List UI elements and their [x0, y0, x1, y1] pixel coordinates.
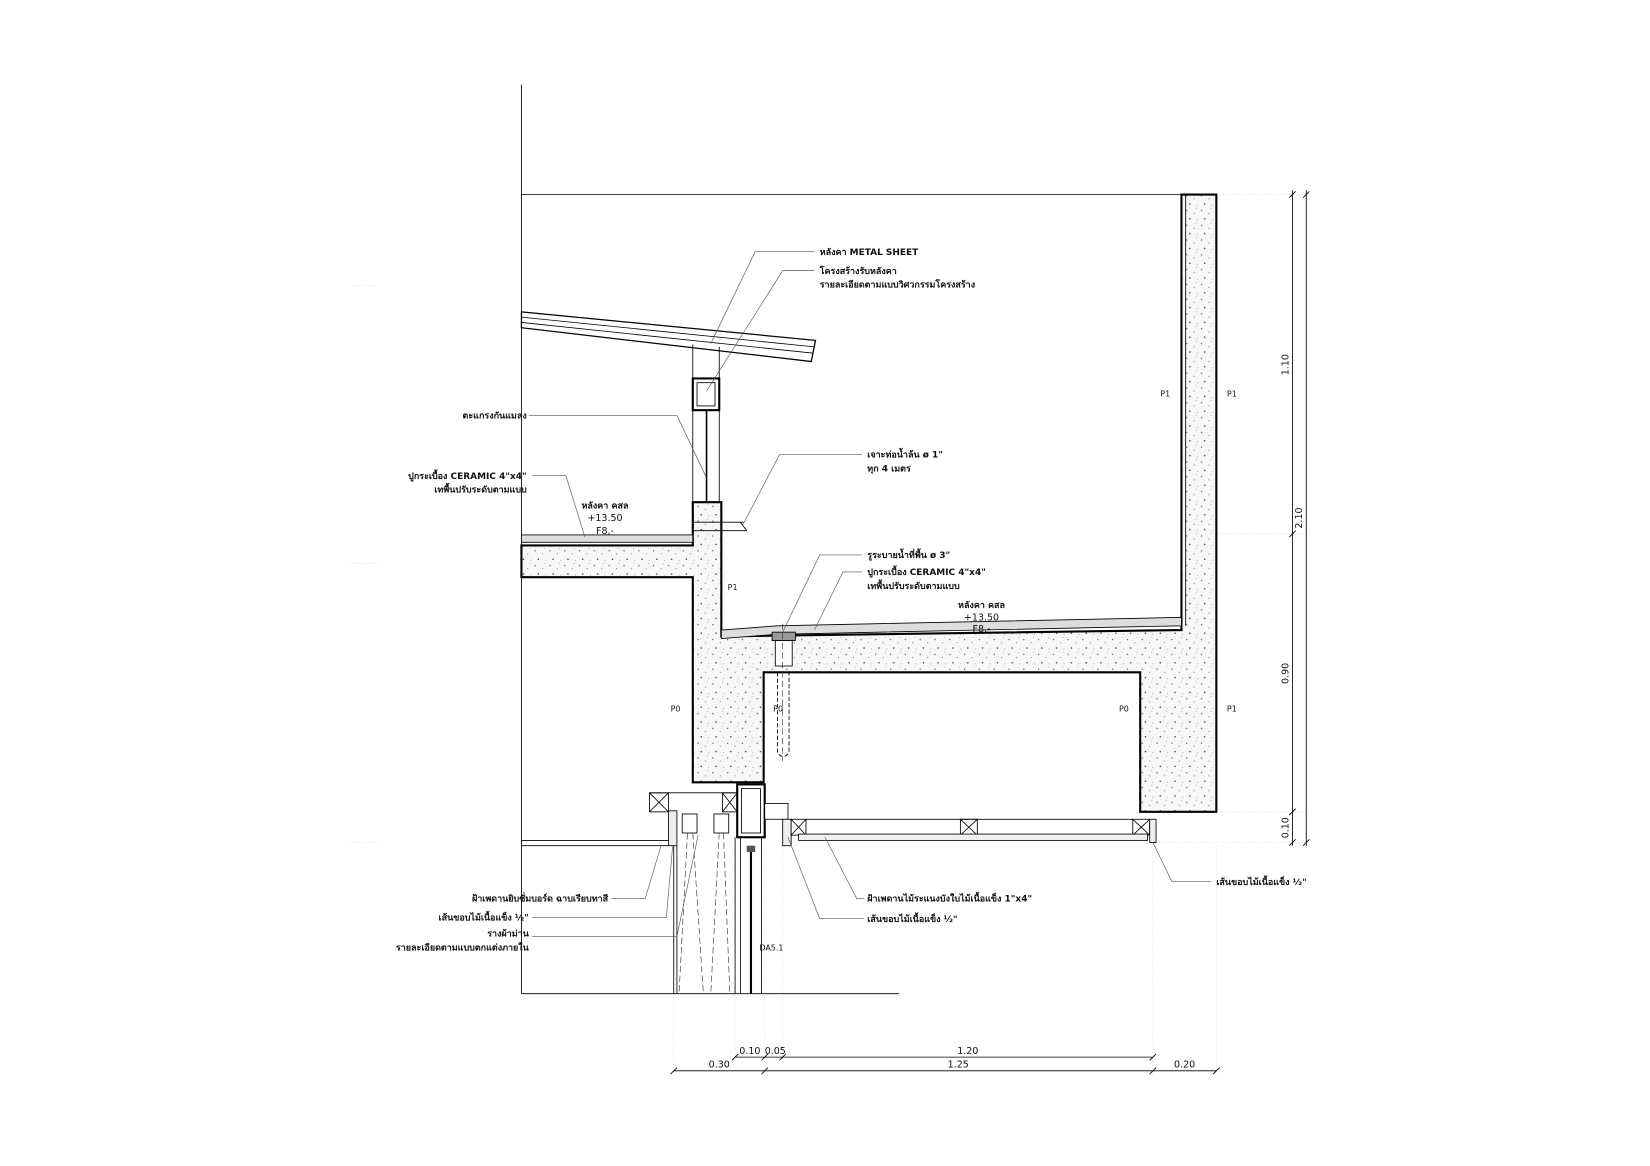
- metal-roof: [520, 311, 817, 363]
- svg-text:เทพื้นปรับระดับตามแบบ: เทพื้นปรับระดับตามแบบ: [867, 579, 960, 592]
- svg-text:รางผ้าม่าน: รางผ้าม่าน: [487, 929, 529, 940]
- svg-text:รูระบายน้ำที่พื้น ø 3": รูระบายน้ำที่พื้น ø 3": [867, 548, 950, 561]
- svg-text:1.25: 1.25: [948, 1060, 969, 1071]
- svg-text:1.20: 1.20: [957, 1046, 978, 1057]
- svg-text:0.05: 0.05: [765, 1046, 786, 1057]
- svg-text:P1: P1: [728, 583, 738, 592]
- svg-text:1.10: 1.10: [1280, 354, 1291, 375]
- svg-text:P1: P1: [1227, 704, 1237, 713]
- svg-text:0.90: 0.90: [1280, 663, 1291, 684]
- svg-text:โครงสร้างรับหลังคา: โครงสร้างรับหลังคา: [819, 265, 897, 277]
- svg-text:0.30: 0.30: [709, 1060, 730, 1071]
- svg-text:หลังคา METAL SHEET: หลังคา METAL SHEET: [820, 247, 919, 258]
- svg-text:ตะแกรงกันแมลง: ตะแกรงกันแมลง: [463, 411, 527, 422]
- svg-text:+13.50: +13.50: [964, 613, 999, 624]
- svg-text:ปูกระเบื้อง CERAMIC 4"x4": ปูกระเบื้อง CERAMIC 4"x4": [408, 469, 527, 482]
- svg-text:F8,-: F8,-: [596, 526, 614, 537]
- right-dimensions: 1.10 0.90 0.10 2.10: [1280, 190, 1310, 846]
- svg-text:P0: P0: [773, 704, 783, 713]
- tile-finish-right: [720, 616, 1182, 639]
- svg-text:ปูกระเบื้อง CERAMIC 4"x4": ปูกระเบื้อง CERAMIC 4"x4": [867, 565, 986, 578]
- svg-text:P0: P0: [671, 704, 681, 713]
- floor-drain: [771, 623, 796, 762]
- svg-text:+13.50: +13.50: [587, 513, 622, 524]
- door-ref: DA5.1: [759, 943, 783, 952]
- svg-text:ฝ้าเพดานยิบซั่มบอร์ด ฉาบเรียบท: ฝ้าเพดานยิบซั่มบอร์ด ฉาบเรียบทาสี: [472, 892, 609, 905]
- svg-text:หลังคา คสล: หลังคา คสล: [582, 500, 629, 511]
- overflow-pipe: [692, 521, 748, 532]
- svg-text:เจาะท่อน้ำล้น ø 1": เจาะท่อน้ำล้น ø 1": [867, 448, 943, 461]
- svg-text:รายละเอียดตามแบบตกแต่งภายใน: รายละเอียดตามแบบตกแต่งภายใน: [396, 941, 530, 953]
- svg-text:0.10: 0.10: [739, 1046, 760, 1057]
- svg-text:เส้นขอบไม้เนื้อแข็ง ½": เส้นขอบไม้เนื้อแข็ง ½": [439, 911, 529, 924]
- svg-text:P1: P1: [1160, 389, 1170, 398]
- paint-tags: P1 P1 P1 P1 P0 P0 P0: [671, 389, 1237, 713]
- level-mark-right: หลังคา คสล +13.50 F8,-: [958, 600, 1005, 635]
- svg-text:F8,-: F8,-: [973, 624, 991, 635]
- svg-text:0.20: 0.20: [1174, 1060, 1195, 1071]
- svg-text:2.10: 2.10: [1294, 507, 1305, 528]
- concrete-slab: [520, 193, 1218, 813]
- svg-text:เส้นขอบไม้เนื้อแข็ง ½": เส้นขอบไม้เนื้อแข็ง ½": [867, 912, 957, 925]
- svg-text:รายละเอียดตามแบบวิศวกรรมโครงสร: รายละเอียดตามแบบวิศวกรรมโครงสร้าง: [820, 279, 975, 291]
- bottom-dimensions: 0.10 0.05 1.20 0.30 1.25 0.20: [670, 1046, 1220, 1075]
- leader-lines: [528, 251, 1212, 937]
- level-mark-left: หลังคา คสล +13.50 F8,-: [582, 500, 629, 536]
- svg-text:หลังคา คสล: หลังคา คสล: [958, 600, 1005, 611]
- tile-finish-left: [521, 534, 694, 543]
- svg-text:เส้นขอบไม้เนื้อแข็ง ½": เส้นขอบไม้เนื้อแข็ง ½": [1216, 875, 1306, 888]
- svg-text:0.10: 0.10: [1280, 817, 1291, 838]
- roof-post: [691, 344, 721, 503]
- ceiling-details: [521, 783, 1157, 995]
- svg-text:ฝ้าเพดานไม้ระแนงบังใบไม้เนื้อแ: ฝ้าเพดานไม้ระแนงบังใบไม้เนื้อแข็ง 1"x4": [867, 892, 1032, 905]
- svg-text:P1: P1: [1227, 389, 1237, 398]
- annotation-labels: หลังคา METAL SHEET โครงสร้างรับหลังคา รา…: [396, 247, 1307, 954]
- svg-text:P0: P0: [1119, 704, 1129, 713]
- svg-text:เทพื้นปรับระดับตามแบบ: เทพื้นปรับระดับตามแบบ: [434, 483, 527, 496]
- svg-text:ทุก 4 เมตร: ทุก 4 เมตร: [867, 464, 911, 474]
